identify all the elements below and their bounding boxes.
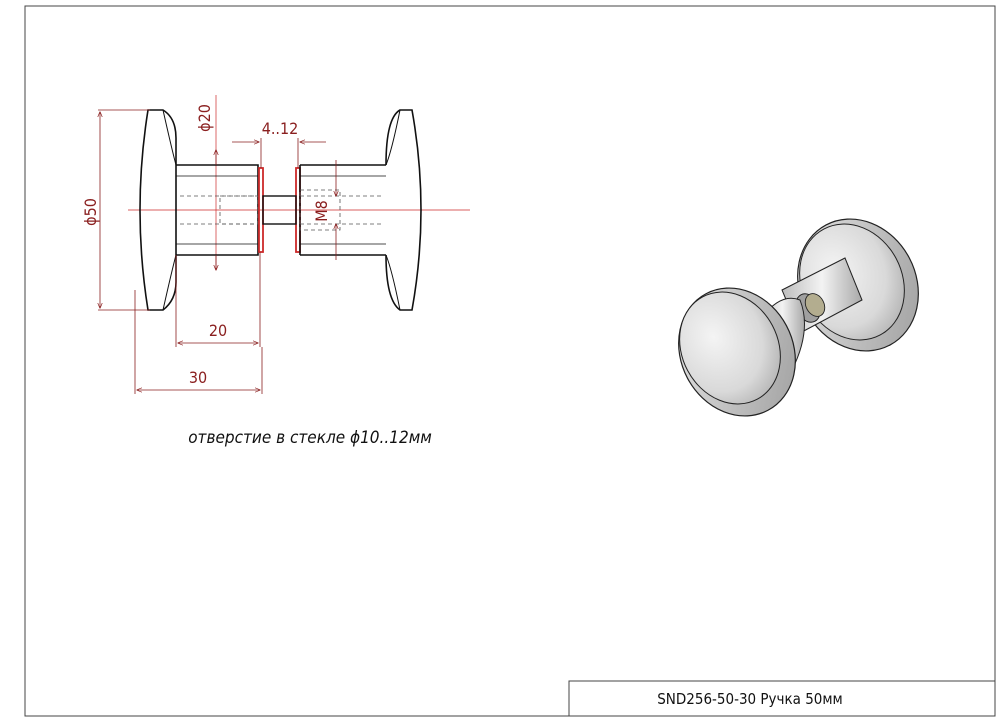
dimensions (98, 109, 336, 394)
dim-text-d20: ϕ20 (195, 104, 214, 132)
dim-text-thread: M8 (312, 200, 331, 222)
left-cap-curve (162, 109, 177, 311)
section-view (128, 95, 470, 311)
left-knob-cap (139, 109, 177, 311)
dim-text-neck: 20 (209, 321, 227, 340)
sheet-frame (24, 5, 996, 717)
dim-text-d50: ϕ50 (81, 198, 100, 226)
title-block: SND256-50-30 Ручка 50мм (568, 680, 996, 717)
title-text: SND256-50-30 Ручка 50мм (657, 690, 843, 708)
isometric-view (678, 218, 919, 417)
dim-text-glass: 4..12 (262, 119, 299, 138)
right-knob-cap (385, 109, 422, 311)
front-knob (678, 287, 796, 417)
glass-hole-note: отверстие в стекле ϕ10..12мм (188, 428, 432, 448)
dim-text-total: 30 (189, 368, 207, 387)
threaded-pin (262, 195, 297, 225)
